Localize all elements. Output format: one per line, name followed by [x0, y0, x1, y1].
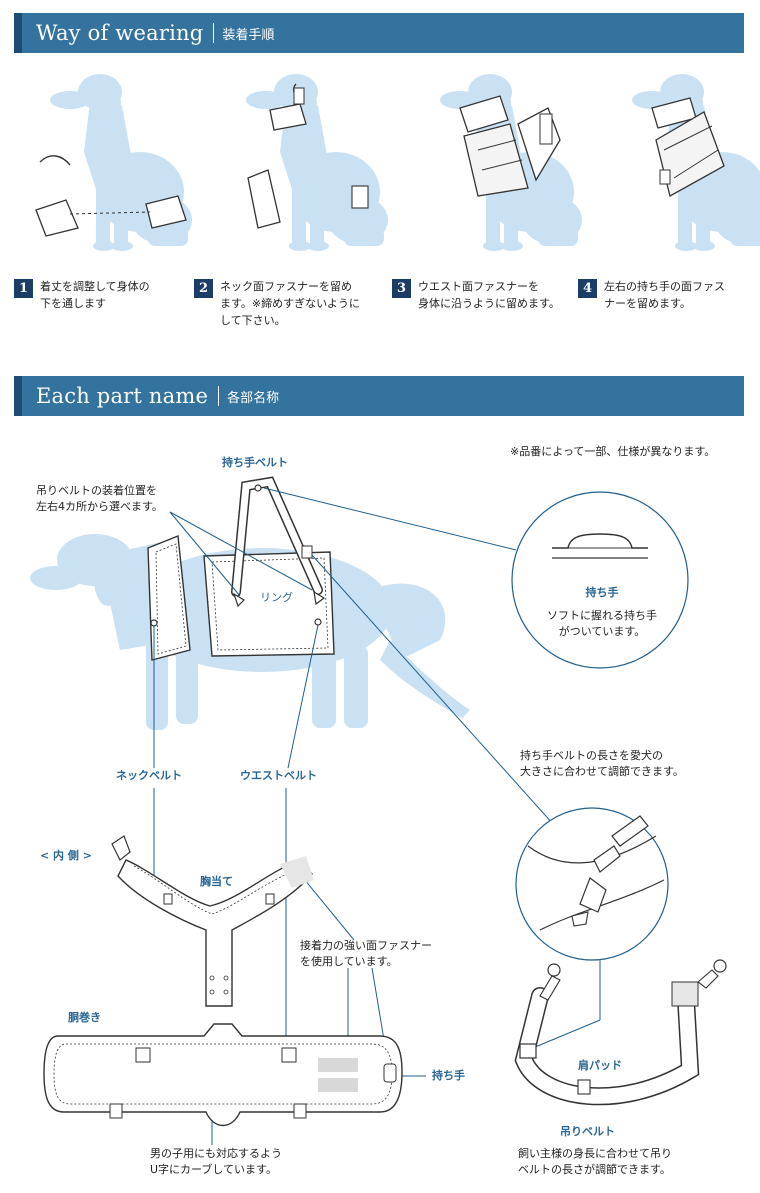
- handle-length-note: 持ち手ベルトの長さを愛犬の 大きさに合わせて調節できます。: [520, 749, 684, 778]
- step-1-text: 着丈を調整して身体の 下を通します: [40, 280, 150, 310]
- suspension-belt-illustration: [514, 959, 727, 1106]
- step-3-text: ウエスト面ファスナーを 身体に沿うように留めます。: [418, 280, 560, 310]
- spec-note: ※品番によって一部、仕様が異なります。: [510, 445, 716, 458]
- step-1-number: 1: [14, 279, 33, 298]
- step-2-number: 2: [194, 279, 213, 298]
- step-4-number: 4: [578, 279, 597, 298]
- handle-circle-desc: ソフトに握れる持ち手 がついています。: [547, 609, 657, 638]
- parts-title-jp: 各部名称: [227, 390, 280, 406]
- wearing-title-en: Way of wearing: [36, 21, 204, 45]
- waist-belt-label: ウエストベルト: [240, 769, 317, 782]
- suspension-note: 飼い主様の身長に合わせて吊り ベルトの長さが調節できます。: [518, 1147, 672, 1176]
- step3-dog-illustration: [440, 74, 582, 251]
- shoulder-pad-label: 肩パッド: [578, 1059, 622, 1072]
- belly-band-illustration: [43, 1023, 403, 1127]
- male-note: 男の子用にも対応するよう U字にカーブしています。: [150, 1147, 282, 1176]
- step-3: 3 ウエスト面ファスナーを 身体に沿うように留めます。: [392, 278, 560, 312]
- step-4-text: 左右の持ち手の面ファス ナーを留めます。: [604, 280, 725, 310]
- handle-belt-label: 持ち手ベルト: [222, 456, 288, 469]
- belly-label: 胴巻き: [68, 1011, 101, 1024]
- handle-circle-title: 持ち手: [585, 586, 619, 599]
- wearing-title-jp: 装着手順: [222, 27, 275, 43]
- step1-dog-illustration: [35, 74, 192, 251]
- banner-separator: [213, 23, 215, 43]
- wearing-banner: Way of wearing 装着手順: [14, 13, 744, 53]
- chest-piece-illustration: [111, 835, 314, 1007]
- handle-label: 持ち手: [432, 1069, 465, 1082]
- step-3-number: 3: [392, 279, 411, 298]
- step4-dog-illustration: [632, 74, 760, 251]
- step-1: 1 着丈を調整して身体の 下を通します: [14, 278, 150, 312]
- buckle-detail-circle: [515, 807, 669, 961]
- inside-label: < 内 側 >: [40, 849, 92, 862]
- fastener-note: 接着力の強い面ファスナー を使用しています。: [300, 939, 432, 968]
- ring-label: リング: [260, 591, 293, 604]
- callout-lines: [153, 487, 601, 1145]
- banner-separator: [218, 386, 220, 406]
- handle-detail-circle: [511, 491, 689, 669]
- suspension-belt-label: 吊りベルト: [560, 1125, 615, 1138]
- step-4: 4 左右の持ち手の面ファス ナーを留めます。: [578, 278, 725, 312]
- step2-dog-illustration: [246, 74, 388, 251]
- chest-label: 胸当て: [200, 875, 233, 888]
- parts-title-en: Each part name: [36, 384, 209, 408]
- step-2-text: ネック面ファスナーを留め ます。※締めすぎないように して下さい。: [220, 280, 360, 327]
- step-2: 2 ネック面ファスナーを留め ます。※締めすぎないように して下さい。: [194, 278, 360, 329]
- standing-dog-illustration: [30, 476, 470, 730]
- position-note: 吊りベルトの装着位置を 左右4カ所から選べます。: [36, 484, 163, 513]
- neck-belt-label: ネックベルト: [116, 769, 182, 782]
- parts-banner: Each part name 各部名称: [14, 376, 744, 416]
